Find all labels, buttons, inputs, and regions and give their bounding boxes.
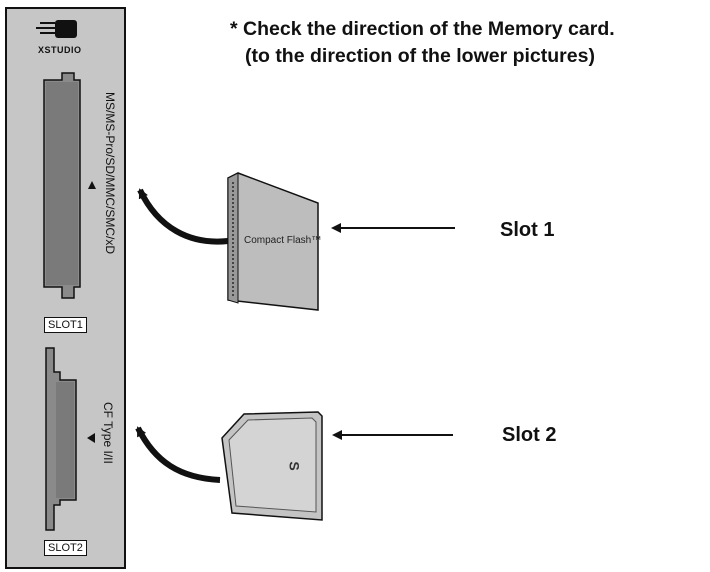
slot2-box-label: SLOT2	[44, 540, 87, 557]
note-line-1: * Check the direction of the Memory card…	[230, 18, 615, 40]
slot1-label: Slot 1	[500, 219, 555, 241]
xstudio-logo-icon	[36, 20, 77, 38]
brand-logo-text: XSTUDIO	[38, 45, 82, 55]
sd-card-logo: S	[286, 461, 303, 471]
compact-flash-card	[227, 172, 319, 311]
slot1-insert-arrow	[137, 188, 229, 245]
compact-flash-label: Compact Flash™	[244, 235, 322, 246]
slot2-opening	[45, 347, 77, 531]
sd-card	[221, 411, 323, 521]
note-line-2: (to the direction of the lower pictures)	[245, 45, 595, 67]
slot2-label: Slot 2	[502, 424, 557, 446]
slot1-box-label: SLOT1	[44, 317, 87, 334]
slot2-insert-arrow	[135, 426, 221, 483]
slot1-indicator-icon	[88, 181, 96, 189]
slot2-vertical-label: CF Type I/II	[101, 402, 115, 464]
slot2-indicator-icon	[87, 433, 95, 443]
slot1-opening	[43, 72, 81, 299]
slot1-vertical-label: MS/MS-Pro/SD/MMC/SMC/xD	[103, 92, 117, 254]
